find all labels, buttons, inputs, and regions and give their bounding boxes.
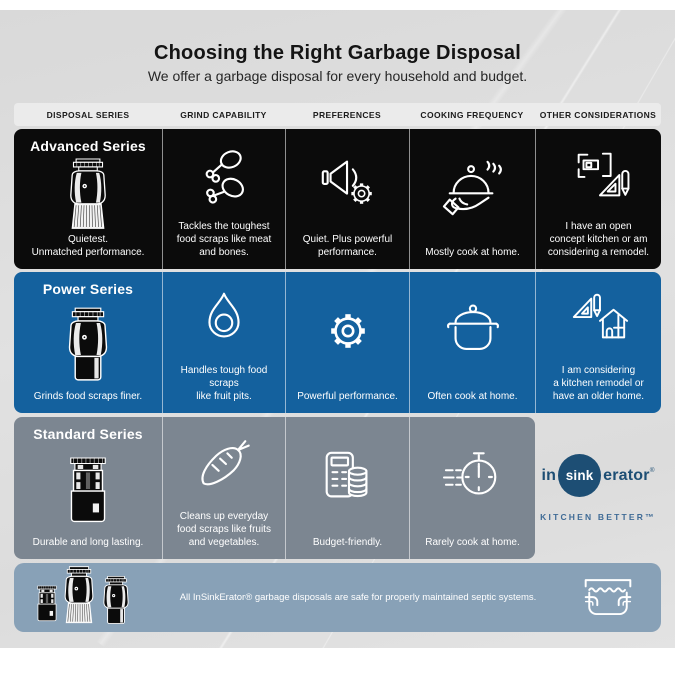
cell-brand-logo: in sink erator ® KITCHEN BETTER™ bbox=[535, 417, 661, 559]
row-power-series: Power Series Grinds food scraps finer. H… bbox=[14, 272, 661, 413]
caption: Durable and long lasting. bbox=[32, 537, 144, 548]
septic-safe-text: All InSinkErator® garbage disposals are … bbox=[179, 592, 537, 603]
cloche-hand-icon bbox=[442, 160, 502, 215]
caption: Budget-friendly. bbox=[312, 537, 383, 548]
cell-standard-preferences: Budget-friendly. bbox=[285, 417, 409, 559]
cell-power-series: Power Series Grinds food scraps finer. bbox=[14, 272, 162, 413]
avocado-icon bbox=[208, 292, 240, 338]
page-subtitle: We offer a garbage disposal for every ho… bbox=[147, 68, 528, 84]
caption: Tackles the toughest food scraps like me… bbox=[176, 221, 272, 258]
septic-tank-icon bbox=[584, 578, 632, 615]
cell-power-grind: Handles tough food scraps like fruit pit… bbox=[162, 272, 285, 413]
caption: I have an open concept kitchen or am con… bbox=[547, 221, 650, 258]
logo-text-erator: erator bbox=[603, 466, 650, 484]
drumsticks-icon bbox=[205, 149, 244, 204]
cell-advanced-other: I have an open concept kitchen or am con… bbox=[535, 129, 661, 269]
comparison-table: DISPOSAL SERIES GRIND CAPABILITY PREFERE… bbox=[14, 103, 661, 564]
cell-power-preferences: Powerful performance. bbox=[285, 272, 409, 413]
column-header-cooking-frequency: COOKING FREQUENCY bbox=[420, 109, 524, 120]
cell-advanced-cooking: Mostly cook at home. bbox=[409, 129, 535, 269]
logo-sink-circle: sink bbox=[558, 454, 602, 497]
logo-text-sink: sink bbox=[565, 468, 594, 483]
cell-power-cooking: Often cook at home. bbox=[409, 272, 535, 413]
column-headers: DISPOSAL SERIES GRIND CAPABILITY PREFERE… bbox=[14, 103, 661, 126]
advanced-disposal-illustration bbox=[70, 157, 106, 229]
gear-icon bbox=[317, 300, 379, 362]
caption: Mostly cook at home. bbox=[425, 247, 520, 258]
cell-standard-grind: Cleans up everyday food scraps like frui… bbox=[162, 417, 285, 559]
row-advanced-series: Advanced Series Quietest. Unmatched perf… bbox=[14, 129, 661, 269]
row-standard-series: Standard Series Durable and long lasting… bbox=[14, 417, 661, 559]
logo-registered-mark: ® bbox=[649, 467, 655, 474]
caption: Powerful performance. bbox=[297, 391, 398, 402]
cell-advanced-preferences: Quiet. Plus powerful performance. bbox=[285, 129, 409, 269]
cell-advanced-grind: Tackles the toughest food scraps like me… bbox=[162, 129, 285, 269]
series-title: Advanced Series bbox=[30, 138, 146, 154]
cell-advanced-series: Advanced Series Quietest. Unmatched perf… bbox=[14, 129, 162, 269]
page-title: Choosing the Right Garbage Disposal bbox=[153, 42, 522, 64]
cell-standard-series: Standard Series Durable and long lasting… bbox=[14, 417, 162, 559]
logo-text-in: in bbox=[541, 466, 557, 484]
cell-standard-cooking: Rarely cook at home. bbox=[409, 417, 535, 559]
stopwatch-icon bbox=[442, 451, 496, 495]
column-header-grind-capability: GRIND CAPABILITY bbox=[180, 109, 267, 120]
column-header-preferences: PREFERENCES bbox=[312, 109, 382, 120]
caption: Rarely cook at home. bbox=[425, 537, 520, 548]
carrot-icon bbox=[201, 439, 250, 485]
caption: Quietest. Unmatched performance. bbox=[31, 234, 145, 258]
calculator-coins-icon bbox=[325, 451, 367, 497]
caption: Cleans up everyday food scraps like frui… bbox=[177, 511, 271, 548]
infographic-canvas: Choosing the Right Garbage Disposal We o… bbox=[0, 10, 675, 648]
series-title: Standard Series bbox=[33, 426, 143, 442]
speaker-gear-icon bbox=[321, 160, 373, 206]
cell-power-other: I am considering a kitchen remodel or ha… bbox=[535, 272, 661, 413]
pot-icon bbox=[446, 304, 499, 350]
brand-tagline: KITCHEN BETTER™ bbox=[540, 512, 656, 522]
series-title: Power Series bbox=[42, 281, 134, 297]
caption: I am considering a kitchen remodel or ha… bbox=[552, 365, 645, 402]
column-header-other-considerations: OTHER CONSIDERATIONS bbox=[539, 109, 657, 120]
advanced-disposal-illustration bbox=[64, 566, 94, 624]
disposal-group-illustration bbox=[30, 565, 137, 630]
caption: Quiet. Plus powerful performance. bbox=[302, 234, 393, 258]
septic-safe-banner: All InSinkErator® garbage disposals are … bbox=[14, 563, 661, 632]
power-disposal-illustration bbox=[68, 306, 108, 381]
caption: Often cook at home. bbox=[427, 391, 518, 402]
column-header-disposal-series: DISPOSAL SERIES bbox=[46, 109, 130, 120]
remodel-house-icon bbox=[572, 293, 628, 339]
open-concept-remodel-icon bbox=[577, 152, 629, 196]
standard-disposal-illustration bbox=[70, 457, 106, 523]
insinkerator-logo: in sink erator ® KITCHEN BETTER™ bbox=[540, 417, 656, 559]
caption: Handles tough food scraps like fruit pit… bbox=[180, 365, 268, 402]
caption: Grinds food scraps finer. bbox=[33, 391, 143, 402]
